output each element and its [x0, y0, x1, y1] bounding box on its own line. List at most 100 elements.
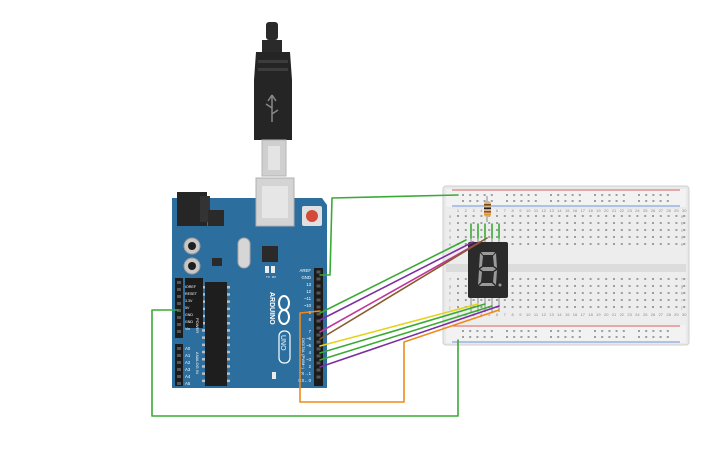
- wire-gnd-to-rail[interactable]: [319, 194, 459, 276]
- breadboard-hole[interactable]: [464, 285, 467, 287]
- breadboard-hole[interactable]: [675, 278, 678, 280]
- breadboard-hole[interactable]: [581, 243, 584, 245]
- rail-hole[interactable]: [550, 200, 552, 202]
- breadboard-hole[interactable]: [589, 243, 592, 245]
- breadboard-hole[interactable]: [542, 215, 545, 217]
- wire-5v-loop[interactable]: [151, 309, 459, 417]
- digital-socket[interactable]: [316, 333, 321, 337]
- breadboard-hole[interactable]: [519, 229, 522, 231]
- breadboard-hole[interactable]: [628, 243, 631, 245]
- breadboard-hole[interactable]: [628, 299, 631, 301]
- breadboard-hole[interactable]: [511, 236, 514, 238]
- breadboard-hole[interactable]: [550, 278, 553, 280]
- breadboard-hole[interactable]: [496, 299, 498, 301]
- breadboard-hole[interactable]: [503, 299, 506, 301]
- breadboard-hole[interactable]: [683, 285, 686, 287]
- rail-hole[interactable]: [534, 200, 537, 202]
- breadboard-hole[interactable]: [613, 285, 615, 287]
- breadboard-hole[interactable]: [605, 215, 608, 217]
- breadboard-hole[interactable]: [667, 292, 670, 294]
- rail-hole[interactable]: [557, 200, 560, 202]
- breadboard-hole[interactable]: [558, 299, 561, 301]
- digital-socket[interactable]: [316, 312, 321, 316]
- breadboard-hole[interactable]: [605, 243, 608, 245]
- rail-hole[interactable]: [564, 194, 567, 196]
- breadboard-hole[interactable]: [527, 278, 530, 280]
- breadboard-hole[interactable]: [511, 306, 514, 308]
- breadboard-hole[interactable]: [535, 236, 537, 238]
- breadboard-hole[interactable]: [472, 236, 475, 238]
- breadboard-hole[interactable]: [574, 292, 576, 294]
- breadboard-hole[interactable]: [652, 229, 654, 231]
- rail-hole[interactable]: [513, 194, 516, 196]
- breadboard-hole[interactable]: [542, 222, 545, 224]
- breadboard-hole[interactable]: [613, 229, 615, 231]
- breadboard-hole[interactable]: [667, 306, 670, 308]
- breadboard-hole[interactable]: [542, 229, 545, 231]
- rail-hole[interactable]: [490, 336, 493, 338]
- breadboard-hole[interactable]: [597, 292, 600, 294]
- rail-hole[interactable]: [527, 330, 530, 332]
- breadboard-hole[interactable]: [636, 236, 639, 238]
- breadboard-hole[interactable]: [597, 215, 600, 217]
- breadboard-hole[interactable]: [667, 299, 670, 301]
- rail-hole[interactable]: [513, 336, 516, 338]
- breadboard-hole[interactable]: [558, 229, 561, 231]
- rail-hole[interactable]: [608, 200, 611, 202]
- breadboard-hole[interactable]: [675, 215, 678, 217]
- breadboard-hole[interactable]: [636, 215, 639, 217]
- breadboard-hole[interactable]: [503, 222, 506, 224]
- power-socket[interactable]: [177, 316, 181, 319]
- rail-hole[interactable]: [513, 200, 516, 202]
- rail-hole[interactable]: [506, 336, 508, 338]
- breadboard-hole[interactable]: [652, 292, 654, 294]
- breadboard-hole[interactable]: [628, 215, 631, 217]
- wire-pin9[interactable]: [319, 239, 467, 314]
- breadboard-hole[interactable]: [675, 222, 678, 224]
- breadboard-hole[interactable]: [503, 306, 506, 308]
- breadboard-hole[interactable]: [558, 278, 561, 280]
- rail-hole[interactable]: [476, 200, 479, 202]
- rail-hole[interactable]: [462, 330, 464, 332]
- breadboard-hole[interactable]: [550, 222, 553, 224]
- breadboard-hole[interactable]: [542, 278, 545, 280]
- breadboard-hole[interactable]: [527, 292, 530, 294]
- breadboard-hole[interactable]: [519, 243, 522, 245]
- rail-hole[interactable]: [594, 330, 596, 332]
- breadboard-hole[interactable]: [613, 222, 615, 224]
- breadboard-hole[interactable]: [550, 215, 553, 217]
- rail-hole[interactable]: [527, 194, 530, 196]
- breadboard-hole[interactable]: [527, 229, 530, 231]
- power-socket[interactable]: [177, 288, 181, 291]
- rail-hole[interactable]: [527, 200, 530, 202]
- breadboard-hole[interactable]: [511, 215, 514, 217]
- analog-socket[interactable]: [177, 354, 181, 357]
- breadboard-hole[interactable]: [566, 215, 569, 217]
- breadboard-hole[interactable]: [566, 278, 569, 280]
- rail-hole[interactable]: [571, 336, 574, 338]
- rail-hole[interactable]: [608, 336, 611, 338]
- power-socket[interactable]: [177, 309, 181, 312]
- breadboard-hole[interactable]: [620, 229, 623, 231]
- rail-hole[interactable]: [659, 194, 662, 196]
- breadboard-hole[interactable]: [527, 243, 530, 245]
- breadboard-hole[interactable]: [457, 215, 459, 217]
- breadboard-hole[interactable]: [659, 243, 662, 245]
- breadboard-hole[interactable]: [605, 222, 608, 224]
- breadboard-hole[interactable]: [581, 306, 584, 308]
- rail-hole[interactable]: [550, 336, 552, 338]
- breadboard-hole[interactable]: [683, 306, 686, 308]
- breadboard-hole[interactable]: [659, 229, 662, 231]
- breadboard-hole[interactable]: [480, 222, 483, 224]
- breadboard-hole[interactable]: [659, 236, 662, 238]
- breadboard-hole[interactable]: [535, 222, 537, 224]
- breadboard-hole[interactable]: [605, 236, 608, 238]
- breadboard-hole[interactable]: [644, 222, 647, 224]
- rail-hole[interactable]: [557, 194, 560, 196]
- rail-hole[interactable]: [506, 194, 508, 196]
- breadboard-hole[interactable]: [527, 285, 530, 287]
- breadboard-hole[interactable]: [644, 215, 647, 217]
- breadboard-hole[interactable]: [675, 299, 678, 301]
- rail-hole[interactable]: [652, 194, 655, 196]
- breadboard-hole[interactable]: [457, 299, 459, 301]
